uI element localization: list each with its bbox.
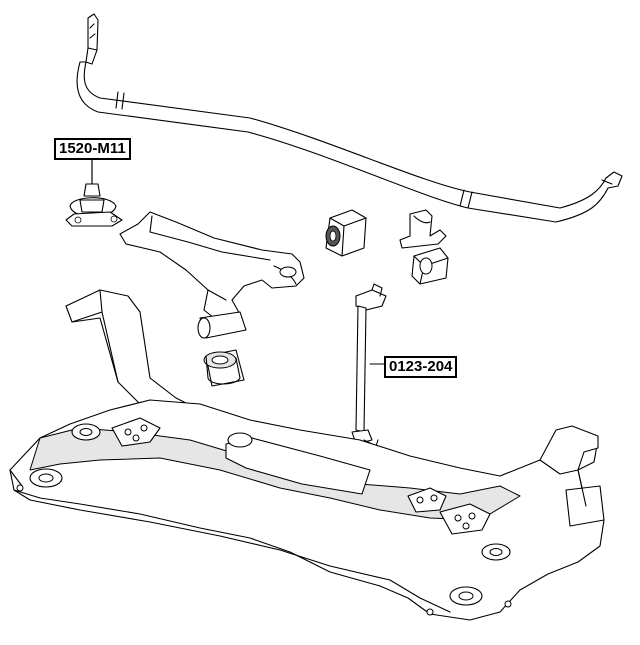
- stabilizer-bar[interactable]: [76, 13, 623, 223]
- subframe[interactable]: [9, 289, 605, 621]
- stabilizer-link-part-label[interactable]: 0123-204: [384, 356, 458, 378]
- stabilizer-link[interactable]: [351, 283, 387, 447]
- control-arm-bushing[interactable]: [203, 349, 245, 387]
- ball-joint-part-label[interactable]: 1520-M11: [54, 138, 131, 160]
- stabilizer-clamp[interactable]: [399, 209, 449, 285]
- ball-joint[interactable]: [65, 159, 123, 227]
- stabilizer-bushing[interactable]: [325, 209, 367, 257]
- lower-control-arm[interactable]: [119, 211, 305, 339]
